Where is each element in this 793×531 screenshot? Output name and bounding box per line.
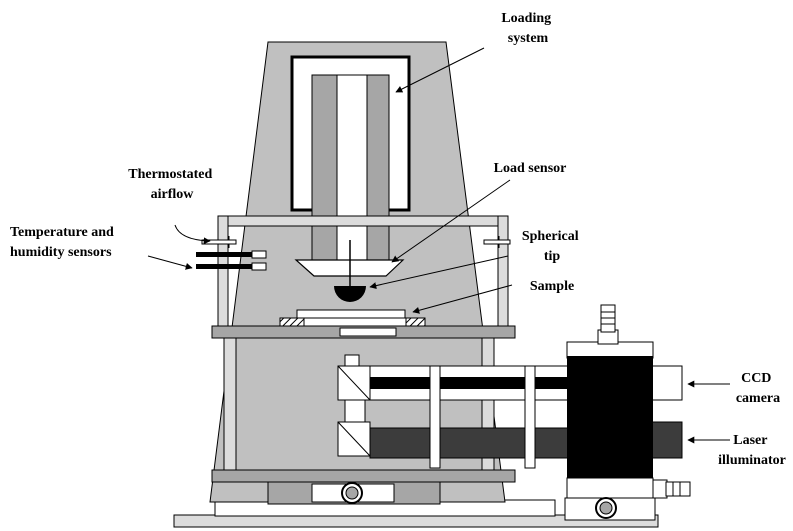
humidity-sensor-tip	[251, 262, 267, 271]
label-line: airflow	[151, 187, 195, 202]
humidity-sensor	[196, 264, 256, 269]
camera-mount-bottom	[566, 477, 654, 499]
sample-arrow	[412, 284, 513, 314]
optic-post-2	[524, 365, 536, 469]
upper-table-window	[339, 327, 397, 337]
label-thermostated-airflow: Thermostated airflow	[128, 167, 216, 202]
temperature-sensor	[196, 252, 256, 257]
label-loading-system: Loading system	[501, 11, 554, 46]
label-line: illuminator	[718, 453, 786, 468]
spherical-tip-arrow	[369, 255, 509, 290]
stage-knob-inner	[345, 486, 359, 500]
label-sample: Sample	[530, 279, 574, 294]
loading-system-arrow	[395, 47, 485, 93]
label-line: CCD	[741, 371, 771, 386]
laser-illuminator-box	[649, 421, 683, 459]
label-ccd-camera: CCD camera	[736, 371, 780, 406]
chamber-top-rail	[217, 215, 509, 227]
lower-table	[211, 469, 516, 483]
label-line: Spherical	[522, 229, 579, 244]
airflow-inlet-left	[201, 239, 237, 245]
label-load-sensor: Load sensor	[494, 161, 567, 176]
beam-splitter-link	[344, 399, 366, 423]
temp-humidity-arrow	[147, 255, 193, 270]
beam-splitter-top-mount	[344, 354, 360, 368]
airflow-arrow	[174, 224, 211, 245]
beam-splitter-bottom-diag	[337, 421, 371, 457]
optic-post-1	[429, 365, 441, 469]
camera-base-knob-inner	[599, 501, 613, 515]
chamber-right-post	[497, 215, 509, 335]
label-spherical-tip: Spherical tip	[522, 229, 582, 264]
label-temperature-humidity: Temperature and humidity sensors	[10, 225, 117, 260]
label-line: Temperature and	[10, 225, 114, 240]
label-laser-illuminator: Laser illuminator	[718, 433, 786, 468]
load-sensor-arrow	[391, 179, 511, 263]
label-line: Sample	[530, 279, 574, 294]
lower-left-post	[223, 337, 237, 475]
label-line: tip	[544, 249, 561, 264]
spherical-tip	[334, 286, 366, 302]
label-line: camera	[736, 391, 780, 406]
chamber-left-post	[217, 215, 229, 335]
label-line: humidity sensors	[10, 245, 112, 260]
label-line: Load sensor	[494, 161, 567, 176]
loading-column-core	[336, 74, 368, 261]
label-line: system	[508, 31, 549, 46]
airflow-inlet-right	[483, 239, 511, 245]
label-line: Laser	[733, 433, 767, 448]
camera-body	[567, 356, 653, 480]
laser-tube	[369, 427, 571, 459]
label-line: Thermostated	[128, 167, 212, 182]
ccd-camera-box	[649, 365, 683, 401]
label-line: Loading	[501, 11, 551, 26]
camera-beam	[370, 377, 570, 389]
side-knob-base	[652, 479, 668, 499]
sample-stage-center	[303, 317, 407, 327]
temperature-sensor-tip	[251, 250, 267, 259]
beam-splitter-top-diag	[337, 365, 371, 401]
side-knob	[665, 481, 691, 497]
